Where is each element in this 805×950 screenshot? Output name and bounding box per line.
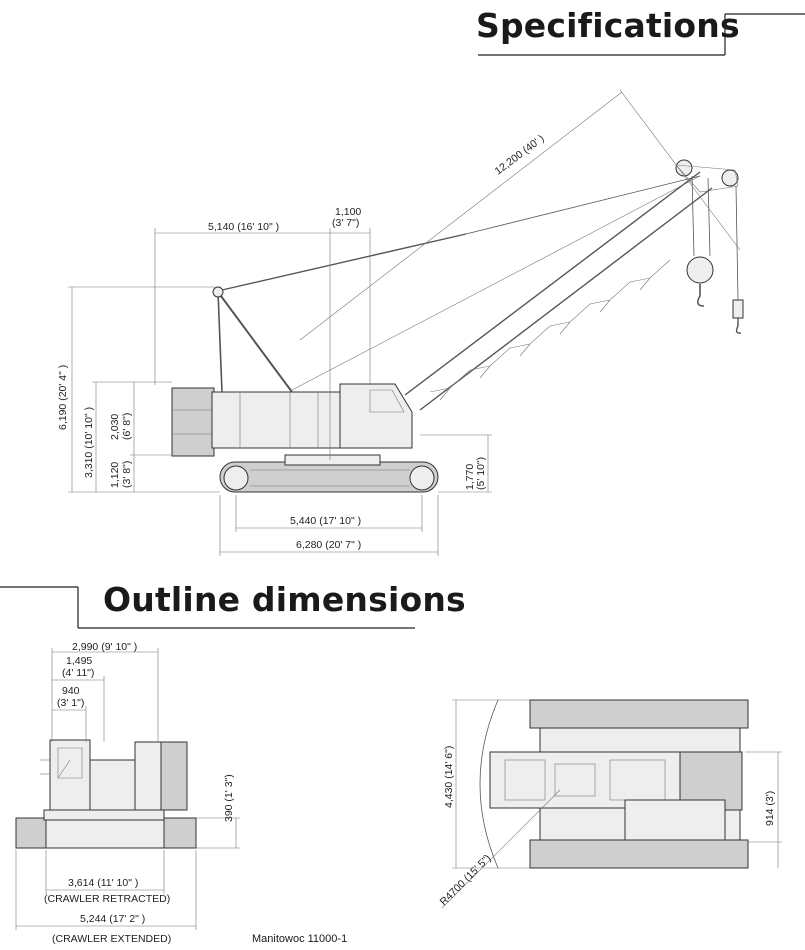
dim-offset-2: (3' 1") (57, 697, 84, 709)
specifications-heading: Specifications (476, 6, 740, 45)
dim-crawler-retracted-value: 3,614 (11' 10" ) (68, 877, 138, 889)
dim-height-body-1: 2,030 (109, 414, 121, 440)
outline-heading-frame (0, 586, 415, 629)
upper-works (211, 391, 343, 449)
dim-swing-radius: R4700 (15' 5") (438, 852, 494, 908)
rear-crawler-retracted (45, 817, 165, 849)
rear-view-crane (15, 739, 197, 849)
dim-height-body-2: (6' 8") (121, 413, 133, 440)
specifications-heading-frame (478, 13, 805, 56)
dim-half-width-2: (4' 11") (62, 667, 94, 679)
dim-front-tip-1: 1,100 (335, 206, 361, 218)
dim-top-length: 4,430 (14' 6") (443, 746, 455, 808)
rear-cab (49, 739, 91, 811)
side-view-crane (171, 159, 744, 493)
dim-height-total: 6,190 (20' 4" ) (57, 365, 69, 430)
outline-dimensions-heading: Outline dimensions (103, 580, 466, 619)
main-hook-block (686, 256, 714, 284)
lattice-boom (404, 171, 713, 411)
crawler-track (219, 461, 439, 493)
dim-crawler-extended-caption: (CRAWLER EXTENDED) (52, 933, 171, 945)
dim-crawler-retracted-caption: (CRAWLER RETRACTED) (44, 893, 170, 905)
rear-view-dimension-lines (15, 648, 240, 930)
dim-front-tip-2: (3' 7") (332, 217, 359, 229)
counterweight (171, 387, 215, 457)
aux-hook (732, 299, 744, 319)
dim-offset-1: 940 (62, 685, 80, 697)
side-view-dimension-lines (68, 89, 741, 556)
dim-track-height-2: (5' 10") (475, 457, 487, 490)
dim-crawler-extended-value: 5,244 (17' 2" ) (80, 913, 145, 925)
top-crawler-upper (529, 699, 749, 729)
dim-rear-radius: 5,140 (16' 10" ) (208, 221, 279, 233)
dim-top-offset: 914 (3') (764, 791, 776, 826)
top-view-crane (479, 699, 749, 869)
dim-track-length: 6,280 (20' 7" ) (296, 539, 361, 551)
top-view-dimension-lines (441, 699, 782, 909)
dim-height-cab: 3,310 (10' 10" ) (83, 407, 95, 478)
model-caption: Manitowoc 11000-1 (252, 933, 347, 945)
dim-ground-clearance: 390 (1' 3") (223, 774, 235, 822)
dim-track-height-1: 1,770 (464, 464, 476, 490)
swing-radius-arc (479, 699, 499, 869)
dim-half-width-1: 1,495 (66, 655, 92, 667)
dim-clearance-2: (3' 8") (121, 461, 133, 488)
dim-clearance-1: 1,120 (109, 462, 121, 488)
dim-width-upper: 2,990 (9' 10" ) (72, 641, 137, 653)
top-upper-works (489, 751, 681, 809)
top-crawler-lower (529, 839, 749, 869)
dim-tumbler-distance: 5,440 (17' 10" ) (290, 515, 361, 527)
top-cab (624, 799, 726, 841)
operator-cab (339, 383, 413, 449)
